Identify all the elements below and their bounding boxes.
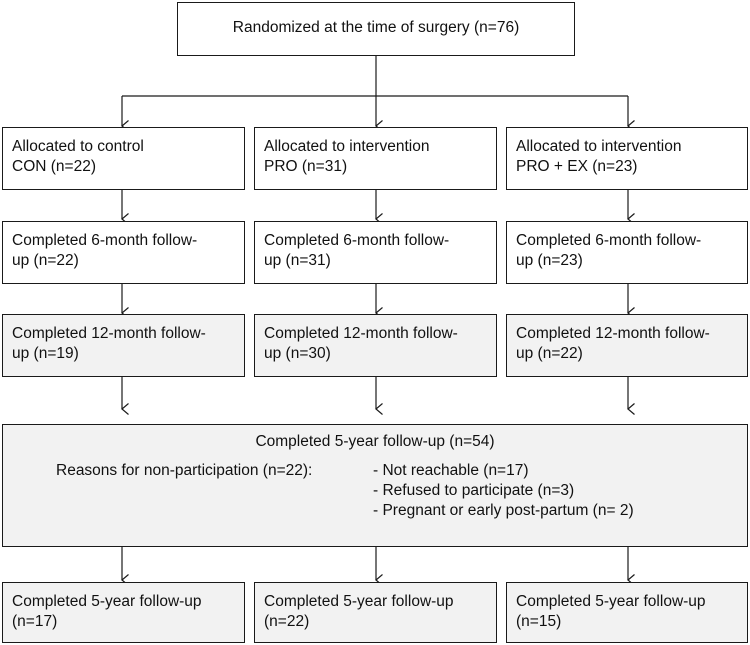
reason-item: - Pregnant or early post-partum (n= 2): [373, 502, 634, 519]
allocated-label-control: Allocated to control CON (n=22): [12, 138, 144, 175]
five-year-box-pro-ex: Completed 5-year follow-up (n=15): [506, 582, 748, 643]
twelve-month-label-control: Completed 12-month follow- up (n=19): [12, 325, 206, 362]
five-year-box-control: Completed 5-year follow-up (n=17): [2, 582, 245, 643]
allocated-box-control: Allocated to control CON (n=22): [2, 127, 245, 190]
reason-item: - Not reachable (n=17): [373, 462, 529, 479]
six-month-label-pro: Completed 6-month follow- up (n=31): [264, 232, 450, 269]
randomized-box: Randomized at the time of surgery (n=76): [177, 2, 575, 56]
six-month-label-control: Completed 6-month follow- up (n=22): [12, 232, 198, 269]
five-year-summary-title: Completed 5-year follow-up (n=54): [255, 433, 495, 450]
six-month-label-pro-ex: Completed 6-month follow- up (n=23): [516, 232, 702, 269]
randomized-label: Randomized at the time of surgery (n=76): [232, 19, 520, 36]
allocated-box-pro-ex: Allocated to intervention PRO + EX (n=23…: [506, 127, 748, 190]
allocated-box-pro: Allocated to intervention PRO (n=31): [254, 127, 497, 190]
twelve-month-box-pro-ex: Completed 12-month follow- up (n=22): [506, 314, 748, 377]
twelve-month-box-pro: Completed 12-month follow- up (n=30): [254, 314, 497, 377]
six-month-box-pro-ex: Completed 6-month follow- up (n=23): [506, 221, 748, 284]
six-month-box-control: Completed 6-month follow- up (n=22): [2, 221, 245, 284]
allocated-label-pro: Allocated to intervention PRO (n=31): [264, 138, 430, 175]
allocated-label-pro-ex: Allocated to intervention PRO + EX (n=23…: [516, 138, 682, 175]
twelve-month-box-control: Completed 12-month follow- up (n=19): [2, 314, 245, 377]
reason-item: - Refused to participate (n=3): [373, 482, 575, 499]
twelve-month-label-pro-ex: Completed 12-month follow- up (n=22): [516, 325, 710, 362]
twelve-month-label-pro: Completed 12-month follow- up (n=30): [264, 325, 458, 362]
non-participation-reasons: - Not reachable (n=17) - Refused to part…: [373, 461, 634, 521]
five-year-label-pro: Completed 5-year follow-up (n=22): [264, 593, 454, 630]
five-year-label-control: Completed 5-year follow-up (n=17): [12, 593, 202, 630]
non-participation-label: Reasons for non-participation (n=22):: [56, 462, 313, 479]
six-month-box-pro: Completed 6-month follow- up (n=31): [254, 221, 497, 284]
five-year-label-pro-ex: Completed 5-year follow-up (n=15): [516, 593, 706, 630]
five-year-summary-box: Completed 5-year follow-up (n=54) Reason…: [2, 424, 748, 547]
five-year-box-pro: Completed 5-year follow-up (n=22): [254, 582, 497, 643]
